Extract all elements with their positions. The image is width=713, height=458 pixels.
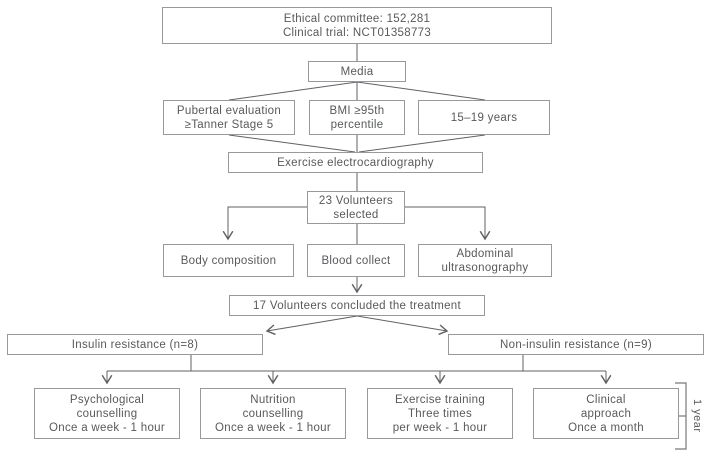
one-year-label: 1 year <box>691 399 703 433</box>
connector-concluded-noninsulin-arrow <box>356 315 449 336</box>
node-blood-collect: Blood collect <box>307 244 405 277</box>
node-text: Once a week - 1 hour <box>49 421 165 434</box>
node-text: Three times <box>407 407 472 420</box>
connector-media-pubertal <box>228 81 358 101</box>
node-text: Blood collect <box>321 254 391 267</box>
node-text: 15–19 years <box>450 111 518 124</box>
node-bmi-percentile: BMI ≥95th percentile <box>309 100 405 135</box>
node-text: Abdominal <box>456 247 514 260</box>
node-text: 17 Volunteers concluded the treatment <box>252 299 461 312</box>
node-age-range: 15–19 years <box>418 100 550 135</box>
node-text: 23 Volunteers <box>318 194 394 207</box>
node-non-insulin-resistance: Non-insulin resistance (n=9) <box>448 334 704 355</box>
node-text: counselling <box>242 407 304 420</box>
connector-selected-body-arrow <box>222 206 307 241</box>
node-volunteers-concluded: 17 Volunteers concluded the treatment <box>229 295 485 316</box>
node-exercise-electrocardiography: Exercise electrocardiography <box>228 152 483 173</box>
node-text: Pubertal evaluation <box>176 104 282 117</box>
node-text: Insulin resistance (n=8) <box>71 338 199 351</box>
node-text: Clinical trial: NCT01358773 <box>282 26 432 39</box>
node-text: Psychological <box>69 393 145 406</box>
node-text: Exercise training <box>394 393 486 406</box>
node-text: Body composition <box>180 254 277 267</box>
node-clinical-approach: Clinical approach Once a month <box>533 388 679 439</box>
connector-pubertal-ecg <box>228 134 356 153</box>
node-nutrition-counselling: Nutrition counselling Once a week - 1 ho… <box>200 388 346 439</box>
node-text: Once a week - 1 hour <box>215 421 331 434</box>
node-text: percentile <box>330 118 384 131</box>
node-text: Once a month <box>568 421 644 434</box>
node-text: counselling <box>76 407 138 420</box>
node-text: BMI ≥95th <box>329 104 385 117</box>
connector-selected-abdominal-arrow <box>405 206 491 241</box>
node-psychological-counselling: Psychological counselling Once a week - … <box>34 388 180 439</box>
node-text: per week - 1 hour <box>392 421 488 434</box>
node-ethical-committee: Ethical committee: 152,281 Clinical tria… <box>162 7 552 44</box>
node-insulin-resistance: Insulin resistance (n=8) <box>7 334 263 355</box>
node-abdominal-ultrasonography: Abdominal ultrasonography <box>418 244 552 277</box>
node-text: approach <box>580 407 632 420</box>
node-text: Media <box>340 65 374 78</box>
node-text: ≥Tanner Stage 5 <box>184 118 274 131</box>
node-text: Exercise electrocardiography <box>277 156 434 169</box>
connector-age-ecg <box>358 134 486 153</box>
node-media: Media <box>308 61 406 82</box>
node-pubertal-evaluation: Pubertal evaluation ≥Tanner Stage 5 <box>163 100 295 135</box>
node-text: Ethical committee: 152,281 <box>283 12 431 25</box>
connector-media-age <box>356 81 486 101</box>
node-body-composition: Body composition <box>163 244 294 277</box>
node-volunteers-selected: 23 Volunteers selected <box>307 191 405 224</box>
node-text: Non-insulin resistance (n=9) <box>500 338 652 351</box>
node-text: Nutrition <box>250 393 296 406</box>
node-exercise-training: Exercise training Three times per week -… <box>367 388 513 439</box>
node-text: ultrasonography <box>441 261 529 274</box>
node-text: selected <box>333 208 379 221</box>
node-text: Clinical <box>586 393 626 406</box>
connector-concluded-insulin-arrow <box>265 315 358 336</box>
